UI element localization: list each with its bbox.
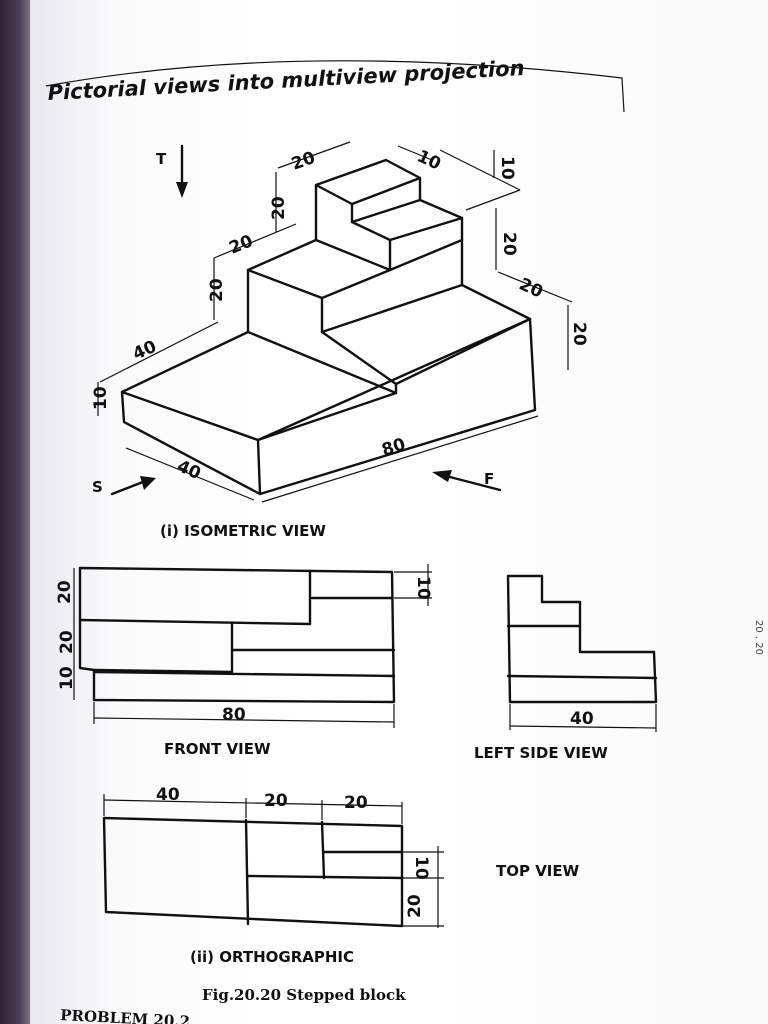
base-front-top-edge bbox=[256, 317, 532, 442]
side-dim-width: 40 bbox=[570, 709, 594, 729]
right-margin-marks: 20 . 20 bbox=[753, 620, 764, 655]
dim-right-depth: 20 bbox=[516, 274, 546, 302]
left-side-view: 40 LEFT SIDE VIEW bbox=[474, 574, 658, 762]
front-view-caption: FRONT VIEW bbox=[164, 740, 271, 758]
top-outline bbox=[102, 816, 404, 928]
dim-mid-height: 20 bbox=[207, 278, 227, 302]
header-rule bbox=[45, 60, 625, 113]
svg-text:20 . 20: 20 . 20 bbox=[753, 620, 764, 655]
front-dim-mid: 20 bbox=[57, 630, 77, 654]
top-front-edge bbox=[350, 202, 392, 272]
top-arrow-head bbox=[176, 182, 188, 198]
dim-base-width-front: 40 bbox=[174, 456, 204, 484]
isometric-view: T S F 20 10 10 20 20 20 20 20 20 40 bbox=[91, 141, 589, 540]
front-base-line bbox=[92, 670, 396, 678]
top-view: 40 20 20 10 20 TOP VIEW bbox=[102, 785, 580, 928]
front-dim-top: 20 bbox=[55, 580, 75, 604]
mid-top-face bbox=[246, 238, 392, 300]
top-arrow-label: T bbox=[156, 150, 167, 168]
iso-dimension-lines bbox=[97, 141, 573, 503]
front-dimension-lines bbox=[73, 564, 432, 728]
dim-step-height-right: 10 bbox=[497, 156, 517, 180]
dim-upper-height: 20 bbox=[269, 196, 289, 220]
top-view-caption: TOP VIEW bbox=[496, 862, 580, 880]
top-dimension-lines bbox=[103, 794, 444, 928]
dim-base-height: 10 bbox=[91, 386, 111, 410]
figure-caption: Fig.20.20 Stepped block bbox=[202, 986, 406, 1004]
dim-base-depth: 40 bbox=[130, 337, 160, 365]
front-view: 20 20 10 10 80 FRONT VIEW bbox=[55, 564, 433, 758]
view-direction-arrows: T S F bbox=[92, 144, 502, 496]
base-left-face bbox=[120, 390, 262, 496]
left-side-view-caption: LEFT SIDE VIEW bbox=[474, 744, 608, 762]
dim-mid-width: 20 bbox=[226, 231, 256, 258]
side-dimension-lines bbox=[509, 704, 657, 732]
side-line-2 bbox=[506, 674, 658, 680]
front-outline bbox=[78, 566, 396, 704]
top-dim-w2: 20 bbox=[264, 791, 288, 811]
front-arrow-label: F bbox=[484, 470, 494, 488]
dim-step-depth: 10 bbox=[414, 146, 444, 174]
top-line-2 bbox=[246, 874, 404, 880]
front-dim-length: 80 bbox=[222, 705, 246, 725]
dim-right-height-mid: 20 bbox=[499, 232, 519, 256]
top-divider-1 bbox=[244, 818, 250, 926]
front-arrow-head bbox=[432, 470, 452, 482]
isometric-caption: (i) ISOMETRIC VIEW bbox=[160, 522, 326, 540]
top-top-face bbox=[314, 158, 422, 206]
section-header: Pictorial views into multiview projectio… bbox=[45, 56, 625, 113]
side-arrow-head bbox=[140, 476, 156, 490]
base-front-face bbox=[258, 317, 537, 496]
top-dim-w1: 40 bbox=[156, 785, 180, 805]
front-arrow bbox=[444, 474, 502, 492]
top-dim-d1: 10 bbox=[411, 856, 431, 880]
dim-right-height-low: 20 bbox=[569, 322, 589, 346]
mid-step-back bbox=[388, 238, 464, 272]
front-mid-step bbox=[92, 622, 234, 674]
header-title: Pictorial views into multiview projectio… bbox=[47, 56, 525, 105]
side-arrow-label: S bbox=[92, 478, 103, 496]
top-dim-d2: 20 bbox=[405, 894, 425, 918]
top-step-tread bbox=[388, 216, 464, 242]
footer-text: PROBLEM 20.2 bbox=[60, 1006, 191, 1024]
side-outline bbox=[506, 574, 658, 704]
mid-step-edge bbox=[320, 283, 532, 334]
front-dim-base: 10 bbox=[57, 666, 77, 690]
dim-length: 80 bbox=[379, 434, 408, 460]
dim-top-width: 20 bbox=[289, 148, 318, 175]
book-page bbox=[30, 0, 768, 1024]
top-step-edge bbox=[350, 198, 464, 287]
front-upper-step bbox=[78, 570, 312, 626]
top-dim-w3: 20 bbox=[344, 793, 368, 813]
front-dim-step: 10 bbox=[413, 576, 433, 600]
base-top-face bbox=[120, 330, 398, 442]
orthographic-caption: (ii) ORTHOGRAPHIC bbox=[190, 948, 354, 966]
top-divider-2 bbox=[320, 820, 326, 880]
